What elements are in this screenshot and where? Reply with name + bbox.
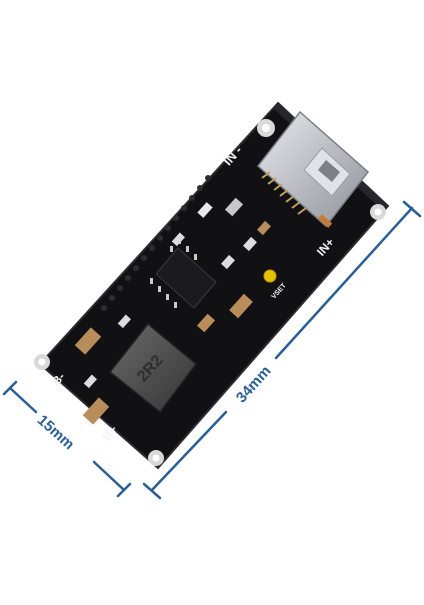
usb-c-connector [256, 110, 370, 228]
width-dimension-line [2, 380, 132, 498]
length-dimension-line [142, 200, 422, 500]
inductor [108, 322, 198, 414]
mounting-pads [34, 119, 386, 466]
header-holes [101, 175, 211, 311]
smd-components [74, 197, 277, 425]
ic-chip [150, 238, 217, 309]
